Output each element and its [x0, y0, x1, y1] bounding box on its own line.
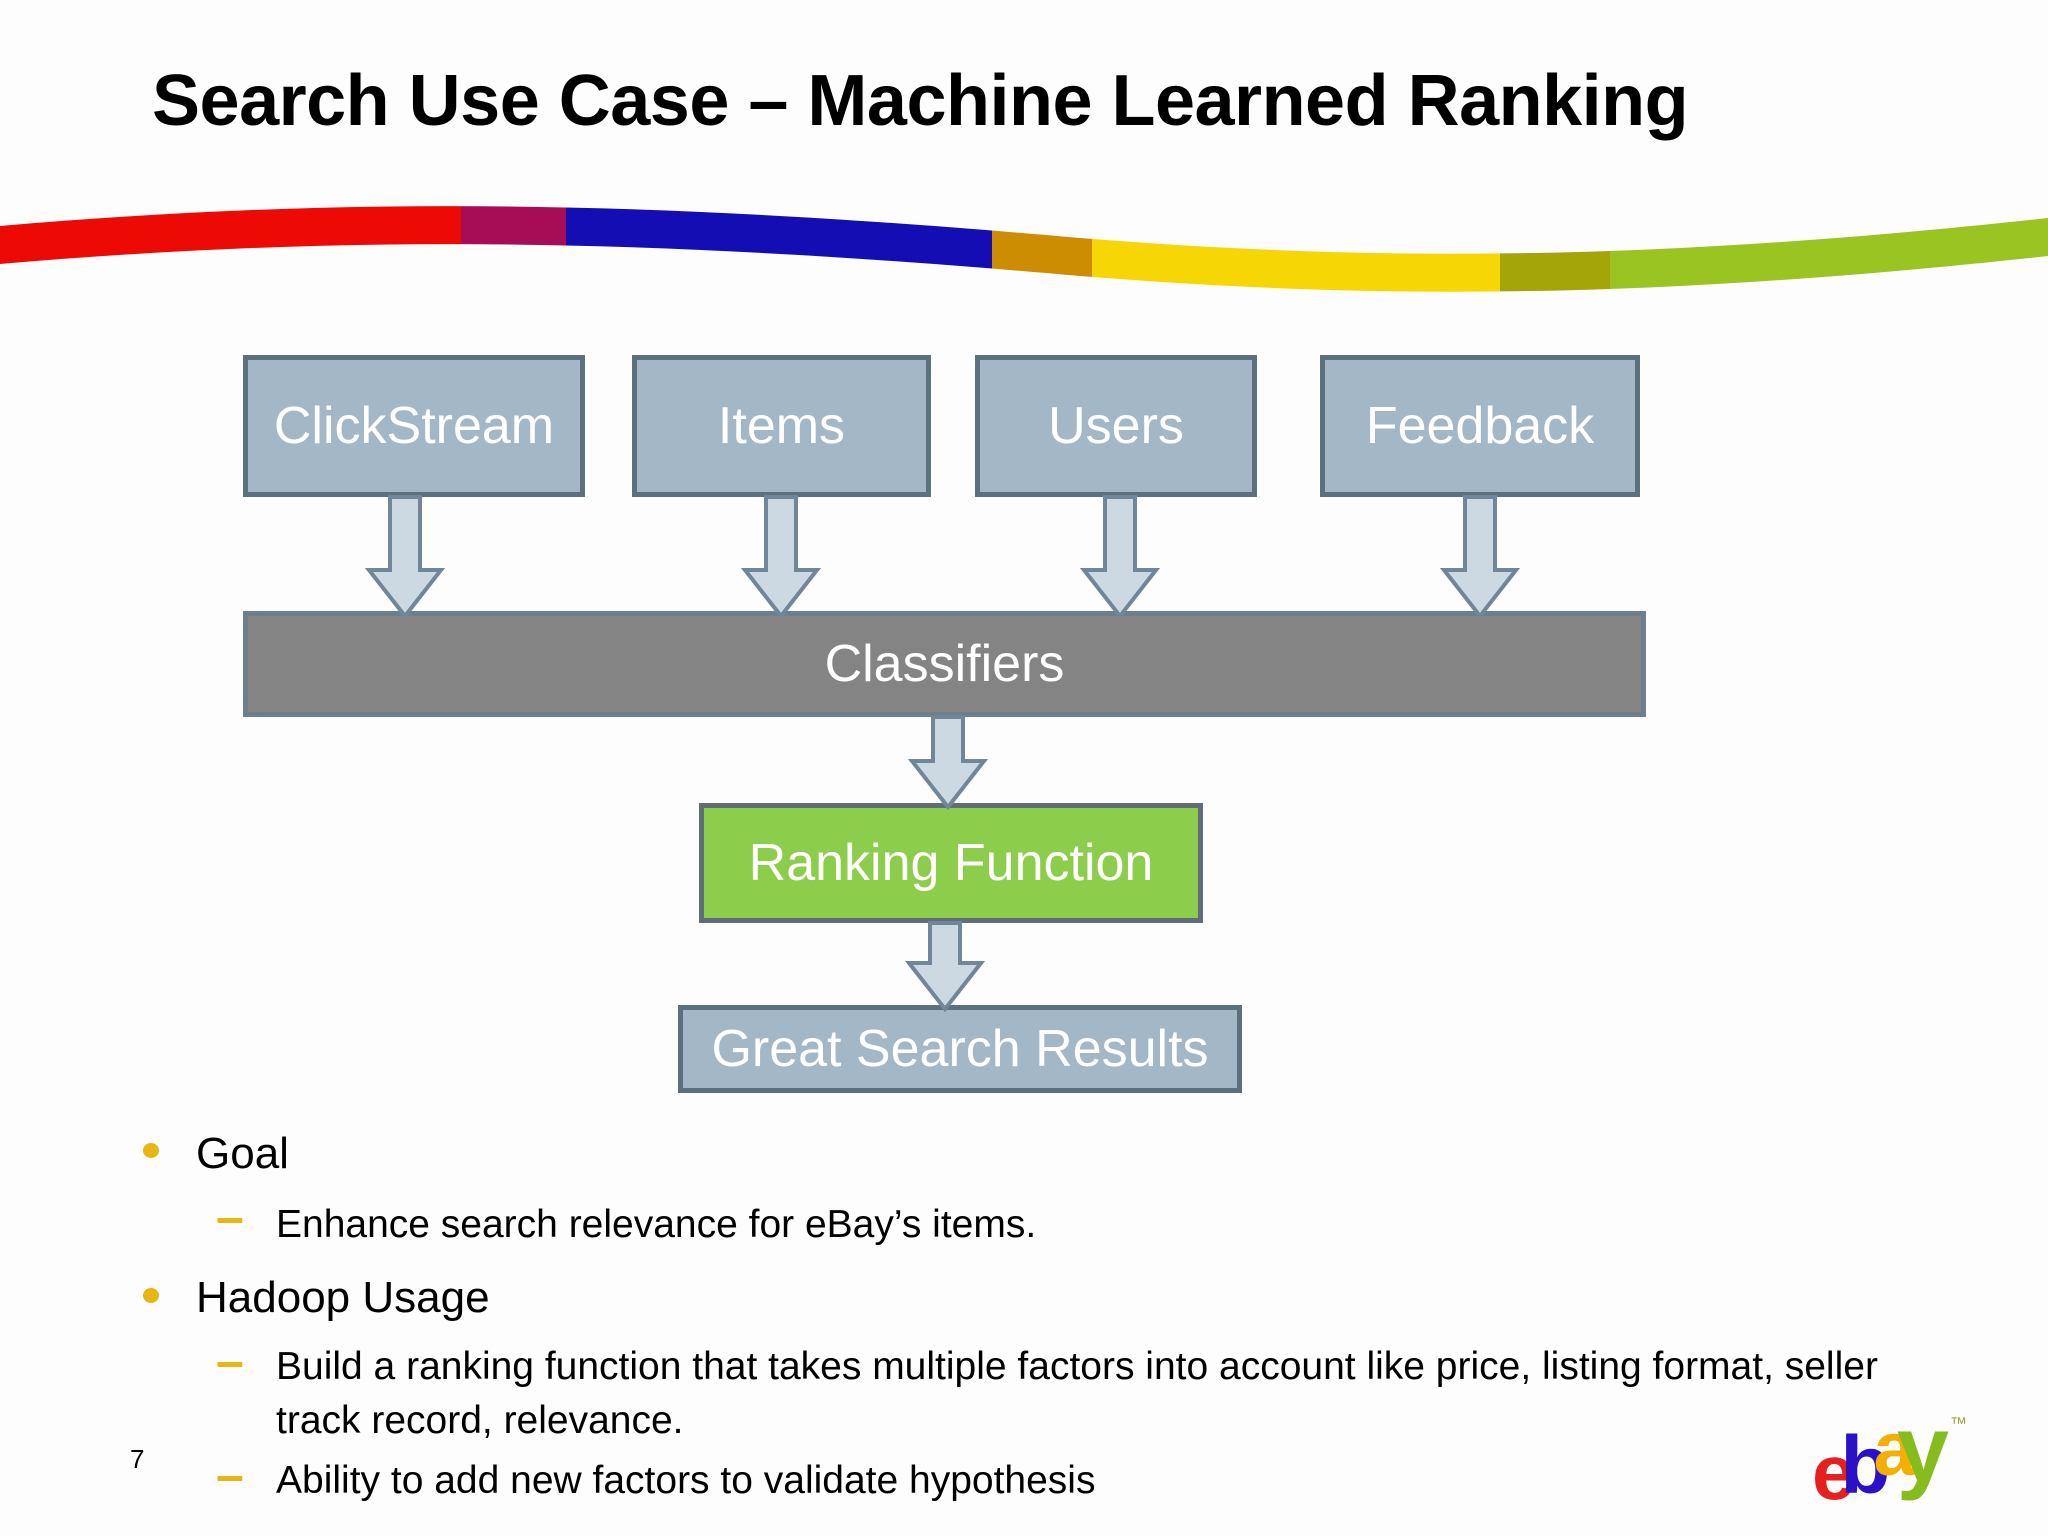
source-box-clickstream: ClickStream	[243, 355, 585, 497]
wave-segment-red	[0, 206, 461, 292]
bullet-hadoop-usage: Hadoop Usage	[196, 1273, 490, 1322]
ebay-logo-letter-a: a	[1873, 1407, 1916, 1492]
source-box-label: Items	[717, 397, 846, 455]
ebay-logo-letter-b: b	[1840, 1420, 1891, 1511]
down-arrow-clickstream	[364, 495, 446, 620]
sub-bullet-add-new-factors: Ability to add new factors to validate h…	[276, 1459, 1096, 1502]
page-number: 7	[130, 1444, 145, 1474]
brand-wave-ribbon	[0, 206, 2048, 292]
classifiers-bar: Classifiers	[243, 611, 1646, 717]
classifiers-label: Classifiers	[824, 635, 1065, 693]
source-box-feedback: Feedback	[1320, 355, 1640, 497]
ebay-logo: ebay™	[1812, 1396, 1968, 1512]
source-box-label: ClickStream	[273, 397, 555, 455]
source-box-users: Users	[975, 355, 1257, 497]
ebay-logo-letter-y: y	[1896, 1396, 1950, 1501]
wave-segment-gold	[992, 206, 1092, 292]
source-box-items: Items	[632, 355, 931, 497]
bullet-marker	[143, 1288, 159, 1303]
sub-bullet-enhance-relevance: Enhance search relevance for eBay’s item…	[276, 1203, 1037, 1246]
sub-bullet-dash: –	[216, 1189, 244, 1245]
source-box-label: Users	[1048, 397, 1184, 455]
search-results-box: Great Search Results	[678, 1005, 1242, 1093]
trademark-symbol: ™	[1950, 1414, 1968, 1433]
search-results-label: Great Search Results	[711, 1020, 1209, 1078]
sub-bullet-dash: –	[216, 1447, 244, 1503]
ranking-function-box: Ranking Function	[699, 803, 1203, 923]
wave-segment-yellow	[1092, 206, 1500, 292]
wave-segment-magenta	[461, 206, 566, 292]
ebay-logo-letter-e: e	[1812, 1428, 1856, 1516]
slide-title: Search Use Case – Machine Learned Rankin…	[152, 61, 1689, 141]
sub-bullet-dash: –	[216, 1333, 244, 1389]
down-arrow-classifiers-to-ranking	[907, 715, 989, 811]
down-arrow-ranking-to-results	[904, 921, 986, 1013]
wave-segment-lime	[1610, 206, 2048, 292]
ranking-function-label: Ranking Function	[748, 834, 1154, 892]
bullet-goal: Goal	[196, 1129, 289, 1178]
down-arrow-items	[740, 495, 822, 620]
bullet-marker	[143, 1143, 159, 1158]
wave-segment-olive	[1500, 206, 1610, 292]
down-arrow-feedback	[1439, 495, 1521, 620]
sub-bullet-build-ranking-function: Build a ranking function that takes mult…	[276, 1345, 1878, 1442]
down-arrow-users	[1079, 495, 1161, 620]
source-box-label: Feedback	[1365, 397, 1595, 455]
wave-segment-blue	[566, 206, 992, 292]
